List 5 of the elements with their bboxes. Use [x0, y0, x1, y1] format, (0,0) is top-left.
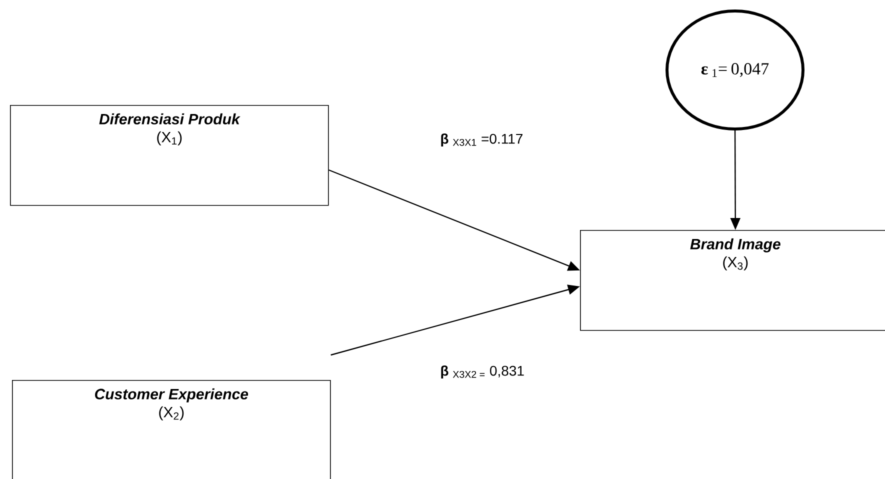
variable-box: Customer Experience (X$_{2}$) [12, 380, 331, 479]
variable-box: Brand Image (X$_{3}$) [580, 230, 885, 331]
coefficient-label: β $_{X3X1}$ =0.117 [441, 133, 522, 147]
variable-box: Diferensiasi Produk (X$_{1}$) [10, 105, 329, 206]
coefficient-label: β $_{X3X2 =}$ 0,831 [441, 365, 524, 379]
